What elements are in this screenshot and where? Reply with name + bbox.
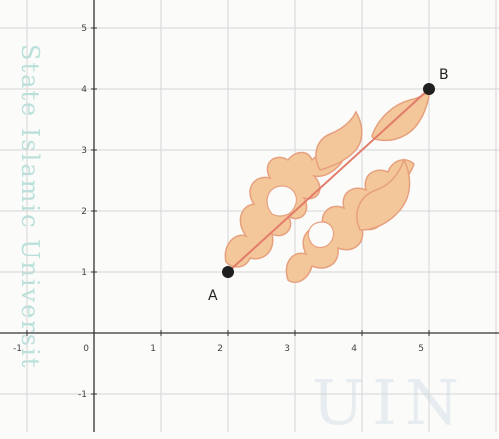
x-tick-label: 2: [217, 344, 223, 354]
point-label-a: A: [208, 288, 218, 304]
y-tick-label: 3: [81, 146, 87, 156]
flourish-right-leaf: [356, 158, 411, 231]
flourish-mid-leaf: [315, 110, 363, 171]
y-tick-label: 5: [81, 24, 87, 34]
segment-ab: [227, 88, 430, 273]
y-tick-label: 2: [81, 207, 87, 217]
flourish-inner-curl: [266, 185, 297, 217]
y-tick-label: 1: [81, 268, 87, 278]
point-label-b: B: [439, 67, 449, 83]
flourish-shape: [224, 87, 432, 284]
points-layer: AB: [208, 67, 449, 304]
y-tick-label: 4: [81, 85, 87, 95]
x-tick-label: 0: [83, 344, 89, 354]
x-tick-label: 3: [284, 344, 290, 354]
point-b: [423, 83, 435, 95]
x-tick-label: 4: [351, 344, 357, 354]
tick-labels: -1 0 1 2 3 4 5 5 4 3 2 1 -1: [13, 24, 430, 400]
x-tick-label: 5: [418, 344, 424, 354]
watermark-big-text: UIN: [312, 366, 467, 439]
x-tick-label: -1: [13, 344, 22, 354]
y-tick-label: -1: [78, 390, 87, 400]
flourish-inner-curl-2: [307, 221, 335, 249]
point-a: [222, 266, 234, 278]
x-tick-label: 1: [150, 344, 156, 354]
